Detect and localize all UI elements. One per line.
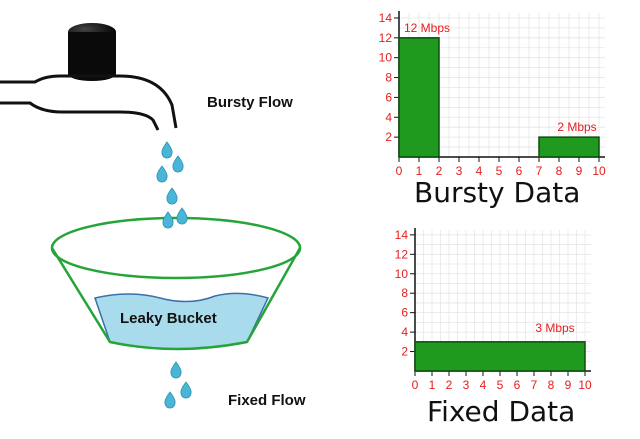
y-tick-label: 14 <box>379 11 393 25</box>
y-tick-label: 8 <box>401 286 408 300</box>
x-tick-label: 0 <box>412 378 419 392</box>
x-tick-label: 3 <box>456 164 463 178</box>
x-tick-label: 4 <box>476 164 483 178</box>
bar <box>538 136 600 158</box>
x-tick-label: 0 <box>396 164 403 178</box>
x-tick-label: 2 <box>436 164 443 178</box>
water-drop-icon <box>162 211 174 229</box>
water-drop-icon <box>166 187 178 205</box>
y-tick-label: 12 <box>379 31 393 45</box>
water-drop-icon <box>161 141 173 159</box>
water-drop-icon <box>164 391 176 409</box>
y-tick-label: 2 <box>385 130 392 144</box>
x-tick-label: 5 <box>496 164 503 178</box>
bar <box>414 341 586 372</box>
x-tick-label: 8 <box>548 378 555 392</box>
x-tick-label: 1 <box>429 378 436 392</box>
water-drop-icon <box>170 361 182 379</box>
x-tick-label: 9 <box>576 164 583 178</box>
bucket-icon <box>50 216 302 351</box>
y-tick-label: 6 <box>385 90 392 104</box>
bursty-flow-label: Bursty Flow <box>207 94 293 111</box>
fixed-data-title: Fixed Data <box>427 395 576 428</box>
water-drop-icon <box>180 381 192 399</box>
y-tick-label: 4 <box>401 325 408 339</box>
y-tick-label: 10 <box>379 51 393 65</box>
x-tick-label: 10 <box>578 378 592 392</box>
x-tick-label: 7 <box>531 378 538 392</box>
bar-value-label: 2 Mbps <box>557 120 596 134</box>
x-tick-label: 7 <box>536 164 543 178</box>
y-tick-label: 8 <box>385 71 392 85</box>
x-tick-label: 10 <box>592 164 606 178</box>
water-drop-icon <box>176 207 188 225</box>
y-tick-label: 10 <box>395 267 409 281</box>
bar <box>398 37 440 158</box>
y-tick-label: 12 <box>395 247 409 261</box>
x-tick-label: 2 <box>446 378 453 392</box>
x-tick-label: 6 <box>514 378 521 392</box>
x-tick-label: 9 <box>565 378 572 392</box>
fixed-flow-label: Fixed Flow <box>228 392 306 409</box>
water-drop-icon <box>156 165 168 183</box>
x-tick-label: 5 <box>497 378 504 392</box>
y-tick-label: 6 <box>401 306 408 320</box>
x-tick-label: 3 <box>463 378 470 392</box>
bar-value-label: 3 Mbps <box>535 321 574 335</box>
x-tick-label: 8 <box>556 164 563 178</box>
leaky-bucket-label: Leaky Bucket <box>120 310 217 327</box>
y-tick-label: 4 <box>385 110 392 124</box>
x-tick-label: 6 <box>516 164 523 178</box>
bursty-data-title: Bursty Data <box>414 176 581 209</box>
x-tick-label: 4 <box>480 378 487 392</box>
water-drop-icon <box>172 155 184 173</box>
bar-value-label: 12 Mbps <box>404 21 450 35</box>
x-tick-label: 1 <box>416 164 423 178</box>
y-tick-label: 14 <box>395 228 409 242</box>
tap-icon <box>0 23 178 131</box>
y-tick-label: 2 <box>401 345 408 359</box>
